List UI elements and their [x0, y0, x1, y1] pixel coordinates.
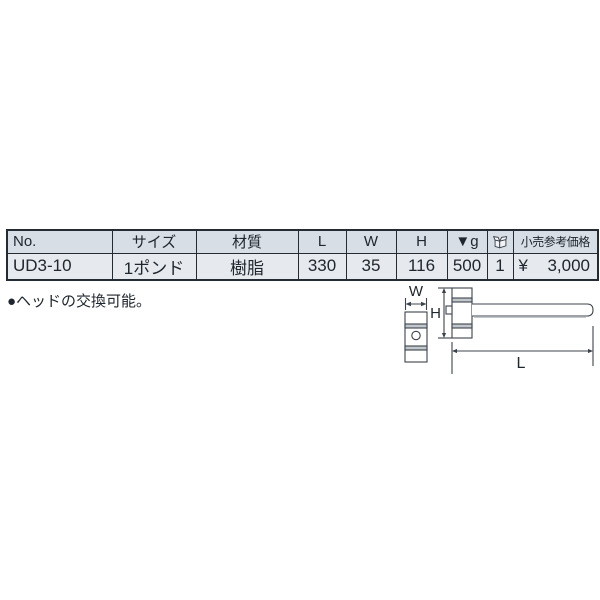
col-header-length: L — [297, 229, 347, 254]
cell-width: 35 — [345, 252, 397, 280]
note-head-replaceable: ●ヘッドの交換可能。 — [7, 293, 152, 310]
dim-label-h: H — [430, 305, 441, 322]
spec-table-body: UD3-10 1ポンド 樹脂 330 35 116 500 1 ¥ 3,000 — [6, 252, 599, 280]
cell-material: 樹脂 — [195, 252, 299, 280]
cell-length: 330 — [297, 252, 347, 280]
col-header-price: 小売参考価格 — [512, 229, 599, 254]
col-header-size: サイズ — [111, 229, 197, 254]
col-header-pack — [486, 229, 514, 254]
cell-no: UD3-10 — [6, 252, 113, 280]
price-currency: ¥ — [518, 256, 528, 275]
cell-size: 1ポンド — [111, 252, 197, 280]
hammer-diagram: W H L — [404, 283, 594, 374]
col-header-weight: ▼g — [446, 229, 488, 254]
cell-pack-qty: 1 — [486, 252, 514, 280]
cell-weight: 500 — [446, 252, 488, 280]
spec-table: No. サイズ 材質 L W H ▼g — [6, 229, 599, 281]
dim-label-w: W — [409, 283, 424, 300]
col-header-material: 材質 — [195, 229, 299, 254]
col-header-width: W — [345, 229, 397, 254]
carton-icon — [488, 234, 512, 250]
col-header-no: No. — [6, 229, 113, 254]
dim-label-l: L — [517, 355, 526, 372]
table-row: UD3-10 1ポンド 樹脂 330 35 116 500 1 ¥ 3,000 — [6, 252, 599, 280]
cell-price: ¥ 3,000 — [512, 252, 599, 280]
header-row: No. サイズ 材質 L W H ▼g — [6, 229, 599, 254]
price-amount: 3,000 — [547, 256, 590, 275]
cell-height: 116 — [395, 252, 448, 280]
spec-table-header: No. サイズ 材質 L W H ▼g — [6, 229, 599, 254]
col-header-height: H — [395, 229, 448, 254]
